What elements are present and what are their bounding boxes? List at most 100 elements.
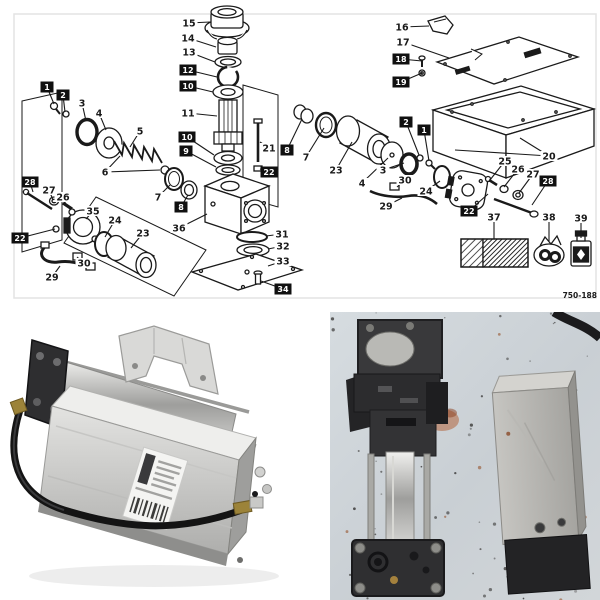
- cover-plate: [435, 36, 581, 85]
- ball-bearing-lower: [213, 150, 243, 166]
- callout-15: 15: [180, 18, 198, 30]
- svg-text:34: 34: [277, 285, 289, 294]
- bushing-right: [293, 104, 314, 124]
- callout-9: 9: [179, 145, 193, 157]
- svg-text:8: 8: [284, 146, 290, 155]
- callout-35: 35: [84, 206, 102, 218]
- retaining-ring: [216, 65, 240, 89]
- callout-30: 30: [396, 175, 414, 187]
- svg-text:12: 12: [182, 66, 193, 75]
- base-screw: [253, 270, 263, 285]
- callout-25: 25: [496, 156, 514, 168]
- svg-text:24: 24: [108, 216, 122, 227]
- left-piston-chain: [49, 101, 198, 200]
- svg-text:16: 16: [395, 23, 409, 34]
- svg-text:21: 21: [262, 144, 275, 155]
- callout-33: 33: [274, 256, 292, 268]
- svg-text:31: 31: [275, 230, 288, 241]
- ball-bearing-upper: [212, 84, 244, 100]
- callout-26: 26: [54, 192, 72, 204]
- right-piston-chain: [293, 104, 539, 218]
- svg-text:32: 32: [276, 242, 289, 253]
- callout-8: 8: [174, 201, 188, 213]
- brass-fitting-left: [9, 397, 28, 416]
- callout-34: 34: [274, 283, 292, 295]
- svg-text:23: 23: [329, 166, 342, 177]
- long-bolt-right: [493, 197, 539, 218]
- svg-text:26: 26: [511, 165, 525, 176]
- cylinder-right: [335, 115, 392, 165]
- svg-text:17: 17: [396, 38, 409, 49]
- hydraulic-tube-right: [369, 189, 438, 206]
- thrust-washer: [215, 164, 241, 176]
- callout-4: 4: [355, 178, 369, 190]
- svg-text:29: 29: [379, 202, 392, 213]
- long-bolt-left: [22, 188, 53, 211]
- saddle-bracket: [118, 325, 219, 395]
- end-head: [444, 170, 489, 211]
- callout-28: 28: [21, 176, 39, 188]
- svg-text:26: 26: [56, 193, 70, 204]
- small-bolt: [49, 101, 61, 115]
- callout-29: 29: [43, 272, 61, 284]
- callout-36: 36: [170, 223, 188, 235]
- callout-31: 31: [273, 229, 291, 241]
- o-ring-body: [236, 231, 268, 243]
- spring: [113, 140, 163, 164]
- diagram-part-code: 750-188: [563, 291, 597, 300]
- svg-text:25: 25: [498, 157, 511, 168]
- svg-text:27: 27: [42, 186, 55, 197]
- washer: [214, 55, 242, 69]
- mid-side-panel-outline: [242, 84, 279, 208]
- bushing: [217, 36, 238, 55]
- svg-text:3: 3: [79, 99, 86, 110]
- label-logo: [137, 453, 156, 485]
- cap-nut-right: [512, 189, 524, 201]
- spec-label: [122, 446, 189, 531]
- callout-8: 8: [280, 144, 294, 156]
- callout-12: 12: [179, 64, 197, 76]
- callout-10: 10: [178, 131, 196, 143]
- parts-bag: [533, 234, 565, 267]
- callout-28: 28: [539, 175, 557, 187]
- callout-10: 10: [179, 80, 197, 92]
- callout-22: 22: [460, 205, 478, 217]
- set-screw: [62, 201, 73, 211]
- small-nut: [62, 110, 70, 118]
- cable: [551, 312, 600, 342]
- disassembled-pump-unit: [346, 319, 448, 597]
- callout-13: 13: [180, 47, 198, 59]
- svg-text:1: 1: [44, 83, 50, 92]
- motor-pump-assembly: [22, 188, 157, 279]
- pump-body: [203, 173, 271, 235]
- photo-assembled-pump: [4, 314, 306, 598]
- callout-29: 29: [377, 201, 395, 213]
- svg-text:28: 28: [24, 178, 36, 187]
- callout-21: 21: [260, 143, 278, 155]
- svg-text:27: 27: [526, 170, 539, 181]
- svg-text:39: 39: [574, 214, 587, 225]
- shadow: [29, 565, 279, 587]
- svg-text:20: 20: [542, 152, 556, 163]
- scan-border: [13, 13, 597, 299]
- callout-17: 17: [394, 37, 412, 49]
- photo-disassembled-pump: [330, 312, 600, 600]
- callout-16: 16: [393, 22, 411, 34]
- hose-fitting-right: [389, 182, 400, 191]
- callout-32: 32: [274, 241, 292, 253]
- seal-ring-right: [399, 152, 419, 176]
- small-bolt-right: [425, 159, 436, 170]
- box-dark-base: [504, 534, 591, 595]
- svg-text:1: 1: [421, 126, 427, 135]
- svg-text:10: 10: [181, 133, 193, 142]
- backup-ring-right: [314, 111, 338, 139]
- callout-3: 3: [75, 98, 89, 110]
- callout-23: 23: [134, 228, 152, 240]
- svg-text:38: 38: [542, 213, 556, 224]
- callout-27: 27: [524, 169, 542, 181]
- splined-shaft: [213, 99, 243, 152]
- hydraulic-hose: [9, 397, 264, 530]
- small-nut-right: [416, 154, 424, 162]
- seal-ring-body: [236, 243, 270, 257]
